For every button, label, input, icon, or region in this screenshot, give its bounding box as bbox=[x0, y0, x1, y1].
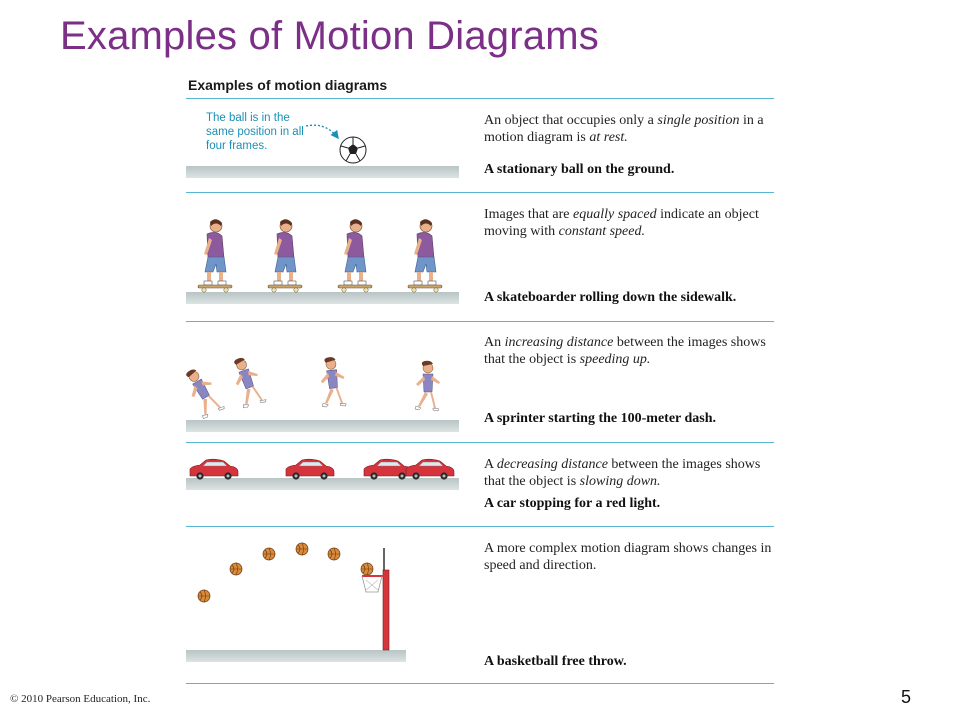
basketball-icon bbox=[295, 542, 309, 556]
divider bbox=[186, 98, 774, 99]
skateboarder-icon bbox=[197, 218, 233, 293]
car-icon bbox=[189, 458, 239, 481]
soccer-ball-icon bbox=[339, 136, 367, 164]
figure-heading: Examples of motion diagrams bbox=[188, 77, 388, 93]
sprinter-icon bbox=[226, 353, 269, 411]
ground-strip bbox=[186, 478, 459, 490]
row-description: A more complex motion diagram shows chan… bbox=[484, 541, 772, 573]
ground-strip bbox=[186, 650, 406, 662]
basketball-icon bbox=[197, 589, 211, 603]
row-description: A decreasing distance between the images… bbox=[484, 457, 761, 489]
divider bbox=[186, 442, 774, 443]
basketball-icon bbox=[262, 547, 276, 561]
basketball-icon bbox=[327, 547, 341, 561]
sprinter-icon bbox=[414, 360, 441, 412]
row-caption: A sprinter starting the 100-meter dash. bbox=[484, 411, 717, 426]
dotted-arrow bbox=[305, 124, 339, 140]
row-description: An object that occupies only a single po… bbox=[484, 113, 764, 145]
row-caption: A car stopping for a red light. bbox=[484, 496, 661, 511]
row-caption: A stationary ball on the ground. bbox=[484, 162, 675, 177]
car-icon bbox=[405, 458, 455, 481]
sprinter-icon bbox=[316, 355, 348, 409]
basketball-icon bbox=[229, 562, 243, 576]
page-number: 5 bbox=[901, 687, 912, 707]
divider bbox=[186, 321, 774, 322]
slide-title: Examples of Motion Diagrams bbox=[60, 14, 599, 58]
skateboarder-icon bbox=[337, 218, 373, 293]
divider bbox=[186, 192, 774, 193]
car-icon bbox=[363, 458, 413, 481]
hoop-icon bbox=[361, 548, 390, 651]
row-caption: A basketball free throw. bbox=[484, 654, 627, 669]
ground-strip bbox=[186, 420, 459, 432]
ball-annotation: The ball is in the same position in all … bbox=[206, 112, 304, 152]
row-description: Images that are equally spaced indicate … bbox=[484, 207, 759, 239]
car-icon bbox=[285, 458, 335, 481]
ground-strip bbox=[186, 166, 459, 178]
divider bbox=[186, 526, 774, 527]
copyright-notice: © 2010 Pearson Education, Inc. bbox=[10, 693, 151, 705]
row-caption: A skateboarder rolling down the sidewalk… bbox=[484, 290, 737, 305]
sprinter-icon bbox=[178, 363, 227, 421]
ground-strip bbox=[186, 292, 459, 304]
basketball-icon bbox=[360, 562, 374, 576]
skateboarder-icon bbox=[407, 218, 443, 293]
divider bbox=[186, 683, 774, 684]
row-description: An increasing distance between the image… bbox=[484, 335, 766, 367]
skateboarder-icon bbox=[267, 218, 303, 293]
